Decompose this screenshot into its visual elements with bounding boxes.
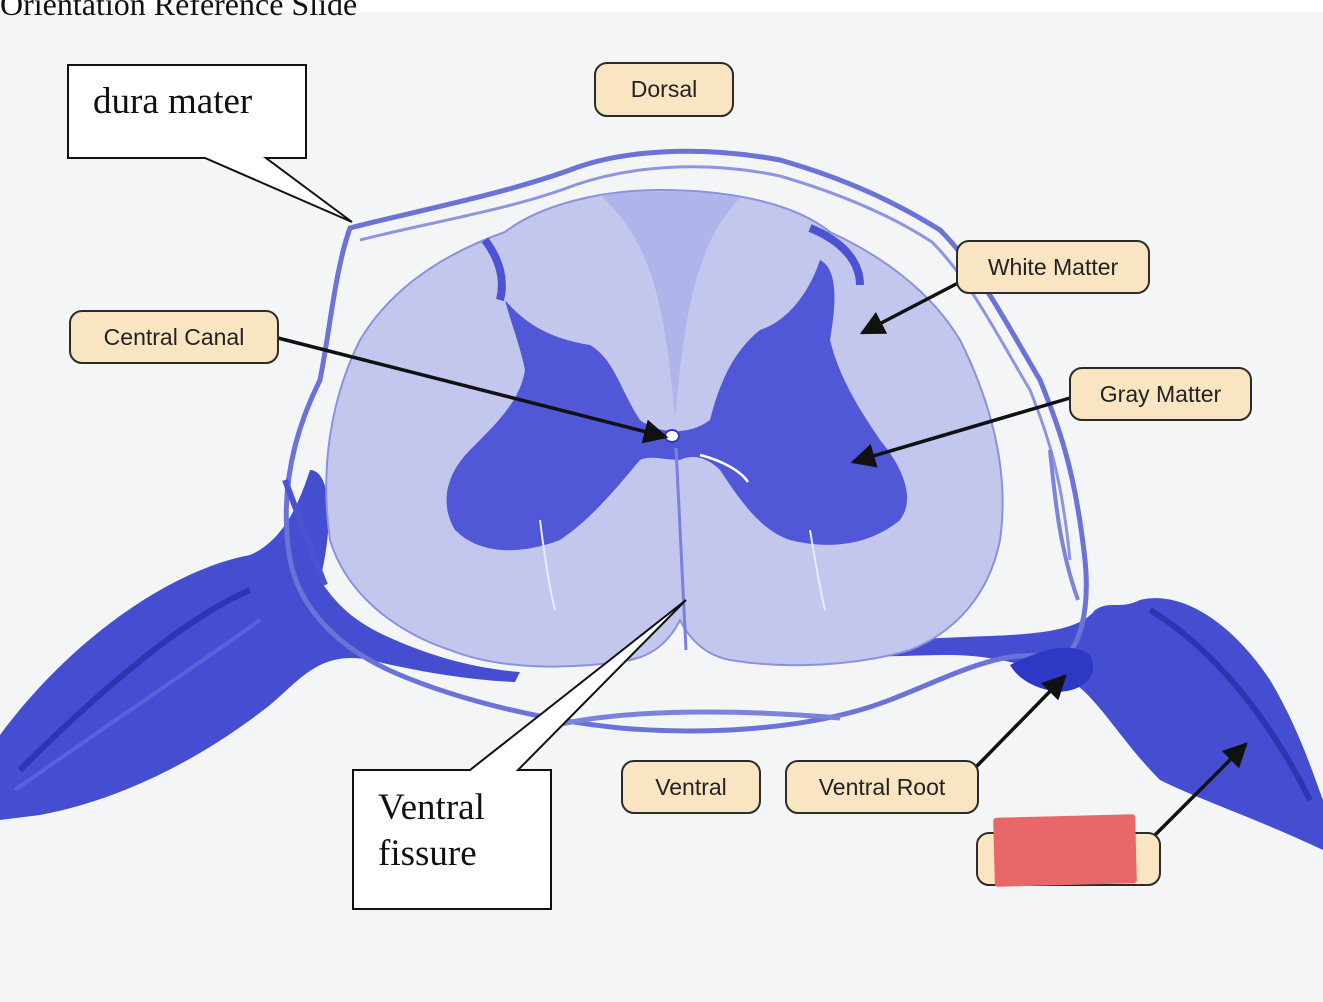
left-spinal-nerve [0,470,520,820]
ventral-label: Ventral [621,760,761,814]
white-matter-label: White Matter [956,240,1150,294]
ventral-fissure-callout-box [352,599,687,910]
ventral-median-fissure [674,447,688,651]
white-matter-arrow [859,280,961,335]
page-top-strip [0,0,1323,12]
slide-title: Orientation Reference Slide [0,0,358,22]
nerve-arrow [1153,742,1248,837]
central-canal [664,429,680,443]
ventral-root-arrow [971,674,1067,772]
dura-mater-callout-box [67,64,353,223]
ventral-meninges [544,709,841,731]
central-canal-arrow [277,336,669,444]
ventral-root-label: Ventral Root [785,760,979,814]
gray-matter-label: Gray Matter [1069,367,1252,421]
dura-mater-label: dura mater [93,81,253,122]
ventral-fissure-label-line2: fissure [378,833,477,874]
gray-matter-region [446,260,908,551]
central-canal-label: Central Canal [69,310,279,364]
ventral-root-bundle [1010,647,1094,692]
ventral-fissure-label-line1: Ventral [378,787,485,828]
gray-matter-arrow [850,396,1071,468]
dorsal-label: Dorsal [594,62,734,117]
redaction-block [993,814,1137,887]
